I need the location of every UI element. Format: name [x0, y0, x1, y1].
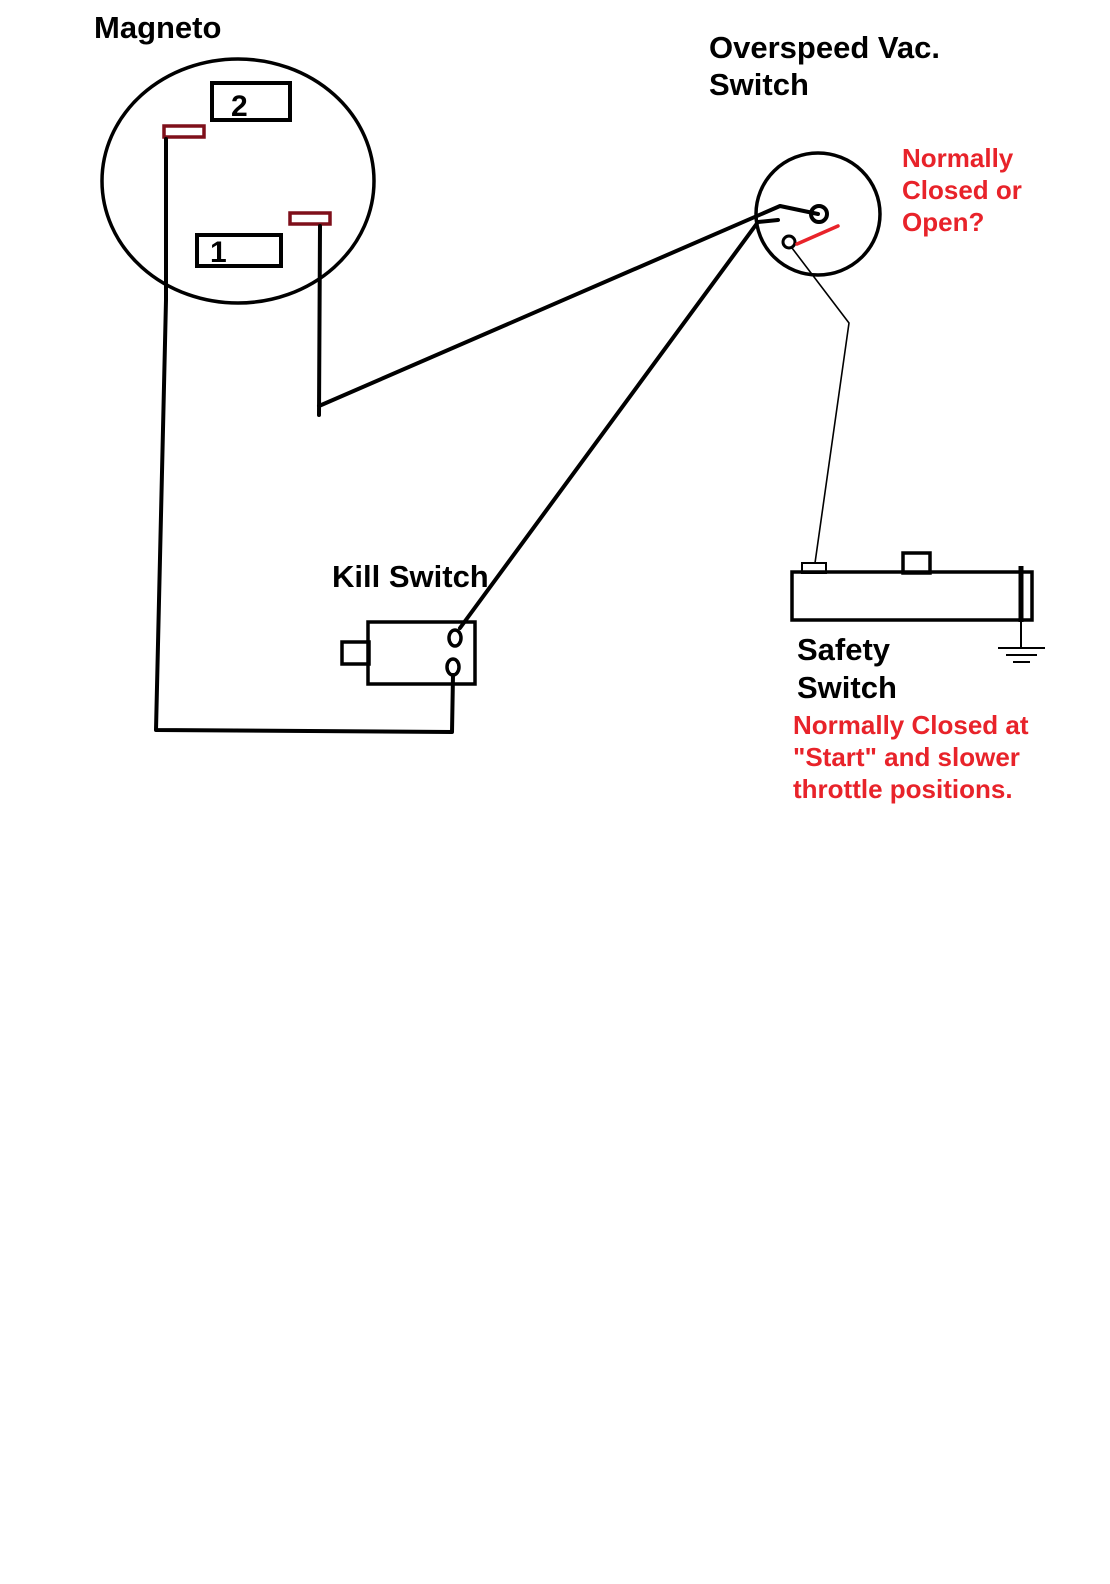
magneto-terminal-1-label: 1 [210, 236, 227, 269]
safety-switch-title-line2: Switch [797, 670, 897, 705]
overspeed-note-line2: Closed or [902, 175, 1022, 205]
magneto-terminal-2-label: 2 [231, 90, 248, 123]
overspeed-note-line3: Open? [902, 207, 984, 237]
wiring [154, 137, 820, 734]
wire-overspeed-to-safety-switch [791, 247, 850, 564]
overspeed-switch-body [754, 151, 882, 277]
safety-switch-note-line1: Normally Closed at [793, 710, 1029, 740]
magneto-lead-right [288, 211, 332, 226]
safety-switch-title-line1: Safety [797, 632, 891, 667]
overspeed-terminal-lower [781, 234, 797, 250]
overspeed-note-line1: Normally [902, 143, 1014, 173]
kill-switch-plunger [340, 640, 371, 666]
kill-switch-terminal-lower [445, 657, 461, 677]
wire-magneto-to-overspeed [317, 224, 322, 417]
overspeed-title-line2: Switch [709, 67, 809, 102]
magneto-title: Magneto [94, 10, 221, 45]
safety-switch: Safety Switch Normally Closed at "Start"… [790, 551, 1034, 804]
wire-junction-to-overspeed [317, 204, 820, 408]
overspeed-title-line1: Overspeed Vac. [709, 30, 940, 65]
ground-symbol-icon [998, 620, 1045, 663]
overspeed-vac-switch: Overspeed Vac. Switch Normally Closed or… [709, 30, 1022, 277]
safety-switch-body [790, 570, 1034, 622]
magneto-housing [100, 57, 376, 305]
magneto-terminal-1-box [195, 233, 283, 268]
kill-switch-title: Kill Switch [332, 559, 489, 594]
safety-switch-note-line2: "Start" and slower [793, 742, 1020, 772]
kill-switch: Kill Switch [332, 559, 489, 686]
kill-switch-terminal-upper [447, 628, 463, 648]
safety-switch-terminal [801, 562, 827, 574]
magneto-lead-left [162, 124, 206, 139]
safety-switch-plunger [901, 551, 932, 575]
safety-switch-note-line3: throttle positions. [793, 774, 1013, 804]
overspeed-contact-arm [795, 224, 840, 246]
wire-magneto-to-kill-switch [154, 137, 455, 734]
wire-overspeed-to-kill-switch [458, 218, 780, 630]
magneto: 2 1 [100, 57, 376, 305]
magneto-terminal-2-box [210, 81, 292, 122]
overspeed-terminal-upper [809, 204, 829, 224]
